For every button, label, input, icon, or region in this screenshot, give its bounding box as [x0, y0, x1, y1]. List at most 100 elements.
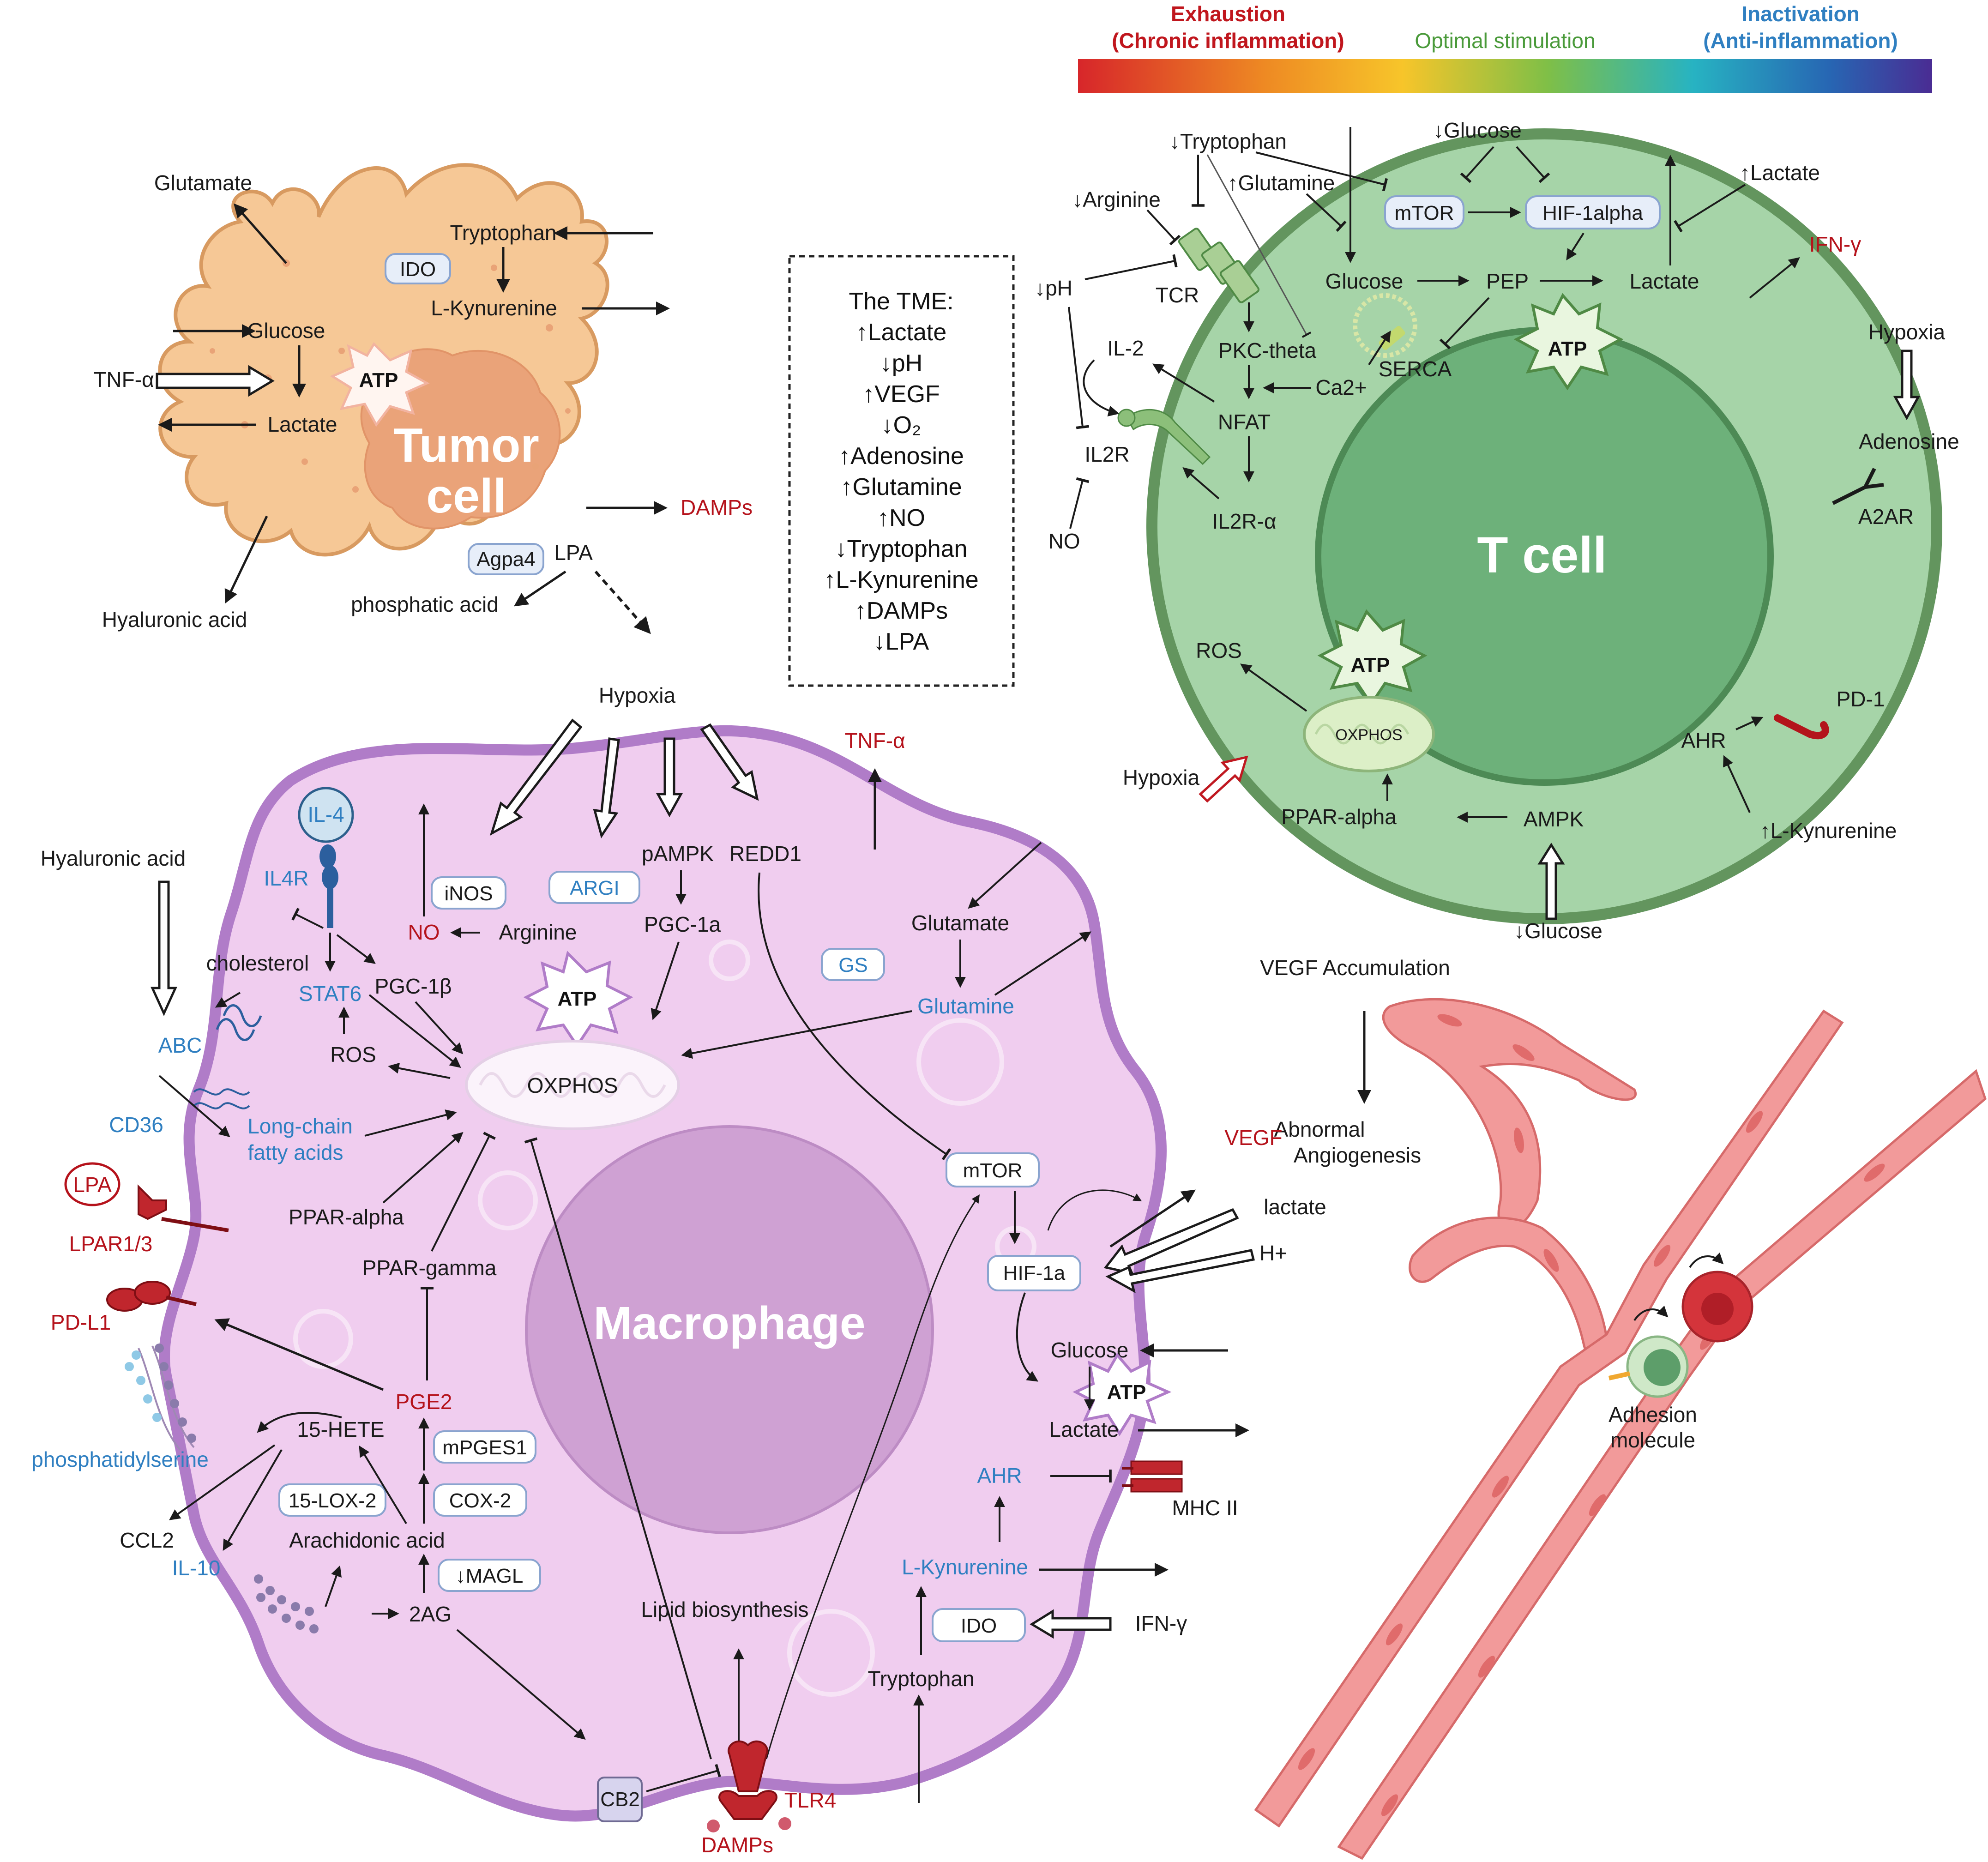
m-hete-label: 15-HETE [297, 1417, 384, 1441]
tme-line-8: ↓Tryptophan [835, 536, 967, 562]
tumor-agpa4-box [468, 543, 544, 575]
t-il2-to-il2r-curve [1083, 359, 1120, 416]
leukocyte-nucleus [1644, 1349, 1681, 1386]
t-ahr-to-pd1 [1735, 717, 1764, 730]
m-ros-label: ROS [330, 1042, 376, 1067]
scale-optimal-stimulation-label: Optimal stimulation [1415, 29, 1595, 53]
m-pdl1-receptor [106, 1281, 197, 1312]
tme-line-7: ↑NO [877, 505, 925, 531]
t-glucose-top-label: ↓Glucose [1433, 118, 1522, 142]
m-cox2-box [433, 1483, 527, 1517]
t-hypoxia-right-hollow-arrow [1893, 350, 1921, 421]
m-ifn-label: IFN-γ [1135, 1611, 1187, 1635]
t-lactate-top-inhibit [1674, 184, 1746, 233]
m-cd36-label: CD36 [109, 1113, 163, 1137]
t-atp-star-1 [1513, 293, 1624, 391]
m-no-label: NO [408, 920, 440, 944]
m-pampk-label: pAMPK [642, 842, 714, 866]
m-lcfa-label-2: fatty acids [247, 1140, 343, 1164]
tumor-lpa-to-pa-arrow [514, 570, 566, 607]
m-ppar-gamma-label: PPAR-gamma [362, 1256, 497, 1280]
m-membrane-lipid-heads-2 [254, 1574, 319, 1633]
m-mhc2-label: MHC II [1172, 1496, 1238, 1520]
t-tryptophan-label: ↓Tryptophan [1169, 129, 1287, 153]
m-lps-to-mtor-curve [765, 1194, 980, 1760]
m-lipid-label: Lipid biosynthesis [641, 1597, 808, 1621]
m-membrane-to-aa [325, 1565, 342, 1607]
m-phosphatidylserine-bilayer [138, 1345, 195, 1451]
vessel-branch-middle [1409, 1217, 1608, 1360]
macrophage-nucleus [525, 1125, 934, 1534]
t-tryptophan-inhibit-1 [1255, 151, 1388, 192]
tme-line-11: ↓LPA [874, 628, 929, 655]
tumor-tryptophan-label: Tryptophan [450, 221, 557, 245]
m-kynurenine-label: L-Kynurenine [902, 1555, 1028, 1579]
m-glutamate-in-arrow [968, 842, 1042, 909]
macrophage-vesicles [293, 940, 1036, 1697]
angiogenesis-label: Angiogenesis [1294, 1143, 1421, 1167]
m-ccl2-label: CCL2 [120, 1528, 174, 1552]
m-lpa-bubble [64, 1162, 120, 1206]
t-atp-label-2: ATP [1351, 654, 1390, 676]
t-ph-label: ↓pH [1035, 276, 1072, 300]
t-mitochondrion [1303, 696, 1435, 772]
m-vegf-label: VEGF [1224, 1126, 1282, 1150]
tme-line-9: ↑L-Kynurenine [824, 566, 978, 593]
m-2ag-label: 2AG [409, 1602, 452, 1626]
t-ppar-alpha-label: PPAR-alpha [1281, 805, 1397, 829]
tumor-cell-name: Tumor [393, 419, 539, 472]
tumor-glutamate-arrow [234, 203, 287, 264]
m-aa-to-hete-curve [257, 1412, 342, 1433]
t-hif-label: HIF-1alpha [1542, 202, 1643, 224]
t-pd1-receptor [1774, 714, 1829, 740]
tumor-damps-label: DAMPs [681, 495, 753, 519]
m-hplus-label: H+ [1259, 1241, 1287, 1265]
t-arginine-inhibit [1146, 209, 1181, 246]
t-tcr-label: TCR [1156, 283, 1199, 307]
m-lactate-label: Lactate [1049, 1417, 1119, 1441]
m-cox2-label: COX-2 [449, 1489, 511, 1512]
m-stat6-to-oxphos [368, 994, 461, 1068]
tumor-atp-star [330, 342, 430, 427]
t-oxphos-label: OXPHOS [1335, 726, 1402, 744]
tme-box-border [788, 255, 1015, 687]
m-tlr4-inhibit-oxphos [524, 1137, 712, 1760]
m-cholesterol-efflux-arrow [215, 992, 241, 1008]
m-phosphatidylserine-label: phosphatidylserine [31, 1447, 209, 1471]
m-lox-box [278, 1483, 386, 1517]
adhesion-label: Adhesion [1608, 1403, 1697, 1427]
m-gs-box [821, 948, 885, 981]
m-il4r-inhibit-cholesterol [291, 908, 324, 929]
m-hete-to-il10 [223, 1449, 283, 1551]
molecule-label: molecule [1610, 1428, 1695, 1452]
t-ph-inhibit-il2r [1068, 307, 1090, 429]
m-cb2-box [597, 1777, 643, 1822]
tme-line-2: ↓pH [880, 350, 922, 377]
vessel-tube-left [1254, 1009, 1844, 1828]
t-tcr-receptor [1178, 228, 1260, 303]
m-cholesterol-label: cholesterol [206, 951, 309, 975]
scale-exhaustion-label: Exhaustion [1171, 2, 1285, 26]
blood-vessel-region: VEGF Accumulation Abnormal Angiogenesis [1254, 956, 1987, 1860]
m-pge2-to-pdl1 [214, 1318, 384, 1391]
m-ahr-label: AHR [977, 1464, 1022, 1488]
tumor-ido-label: IDO [400, 258, 436, 281]
m-vegf-out-arrow [1109, 1189, 1196, 1248]
t-pd1-label: PD-1 [1837, 687, 1885, 711]
abnormal-label: Abnormal [1274, 1117, 1365, 1141]
tumor-tnf-label: TNF-α [93, 368, 154, 392]
m-cb2-inhibit-tlr4 [646, 1764, 721, 1792]
t-a2ar-receptor [1832, 468, 1884, 505]
t-hif-to-lactate [1566, 232, 1584, 261]
adhesion-molecule-bar [1608, 1371, 1631, 1380]
t-glucose-bottom-label: ↓Glucose [1514, 919, 1602, 943]
m-lactate-in-hollow-arrow [1103, 1208, 1239, 1275]
t-hypoxia-left-label: Hypoxia [1123, 765, 1200, 789]
tumor-ido-box [385, 253, 451, 284]
m-il4r-to-pgc1b [336, 934, 376, 964]
m-atp-label-2: ATP [1107, 1381, 1146, 1404]
t-lactate-top-label: ↑Lactate [1740, 161, 1820, 185]
m-gs-label: GS [838, 954, 868, 976]
t-ph-inhibit-tcr [1084, 254, 1178, 280]
m-pge2-label: PGE2 [396, 1390, 452, 1414]
